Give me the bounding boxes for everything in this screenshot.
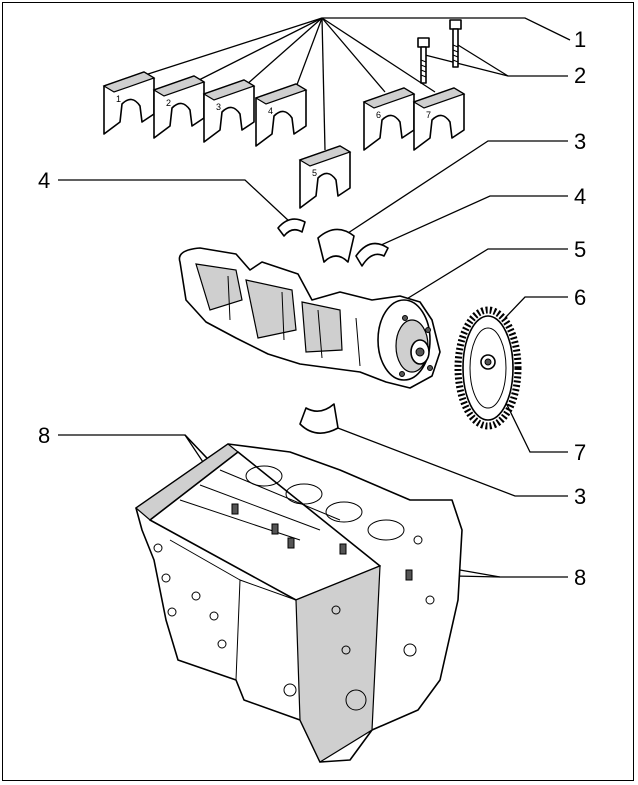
bearing-cap-3: 3 — [202, 79, 256, 143]
callout-4-right: 4 — [574, 184, 586, 209]
callout-3-bottom: 3 — [574, 484, 586, 509]
callout-8-left: 8 — [38, 423, 50, 448]
bearing-shells — [277, 218, 389, 434]
crankshaft — [178, 247, 441, 389]
callout-8-right: 8 — [574, 565, 586, 590]
thrust-washer-right — [355, 242, 389, 267]
cylinder-bores — [245, 465, 405, 541]
tone-wheel-bolt — [484, 358, 492, 366]
cap-number: 4 — [268, 106, 273, 116]
cap-number: 6 — [376, 110, 381, 120]
callout-6: 6 — [574, 285, 586, 310]
bearing-cap-7: 7 — [412, 87, 466, 151]
bearing-saddle-pins — [231, 503, 413, 581]
callout-labels: 1 2 3 4 4 5 6 7 8 3 8 — [38, 27, 586, 590]
block-bolt-holes — [153, 535, 435, 711]
cap-number: 7 — [426, 110, 431, 120]
main-bearing-caps: 1 2 3 4 5 6 7 — [102, 71, 466, 209]
thrust-washer-left — [277, 218, 306, 237]
cap-number: 5 — [312, 168, 317, 178]
bearing-cap-1: 1 — [102, 71, 156, 135]
callout-7: 7 — [574, 440, 586, 465]
callout-4-left: 4 — [38, 168, 50, 193]
callout-1: 1 — [574, 27, 586, 52]
cap-number: 2 — [166, 98, 171, 108]
lower-bearing-shell — [299, 403, 339, 434]
bearing-cap-6: 6 — [362, 87, 416, 151]
upper-bearing-shell — [317, 228, 355, 263]
bearing-cap-4: 4 — [254, 83, 308, 147]
engine-block — [135, 443, 463, 763]
cap-number: 3 — [216, 102, 221, 112]
tone-wheel — [454, 306, 522, 430]
bearing-cap-5: 5 — [298, 145, 352, 209]
cap-number: 1 — [116, 94, 121, 104]
callout-3-top: 3 — [574, 129, 586, 154]
main-bearing-bolts — [417, 19, 462, 84]
callout-5: 5 — [574, 237, 586, 262]
bearing-cap-2: 2 — [152, 75, 206, 139]
callout-2: 2 — [574, 63, 586, 88]
